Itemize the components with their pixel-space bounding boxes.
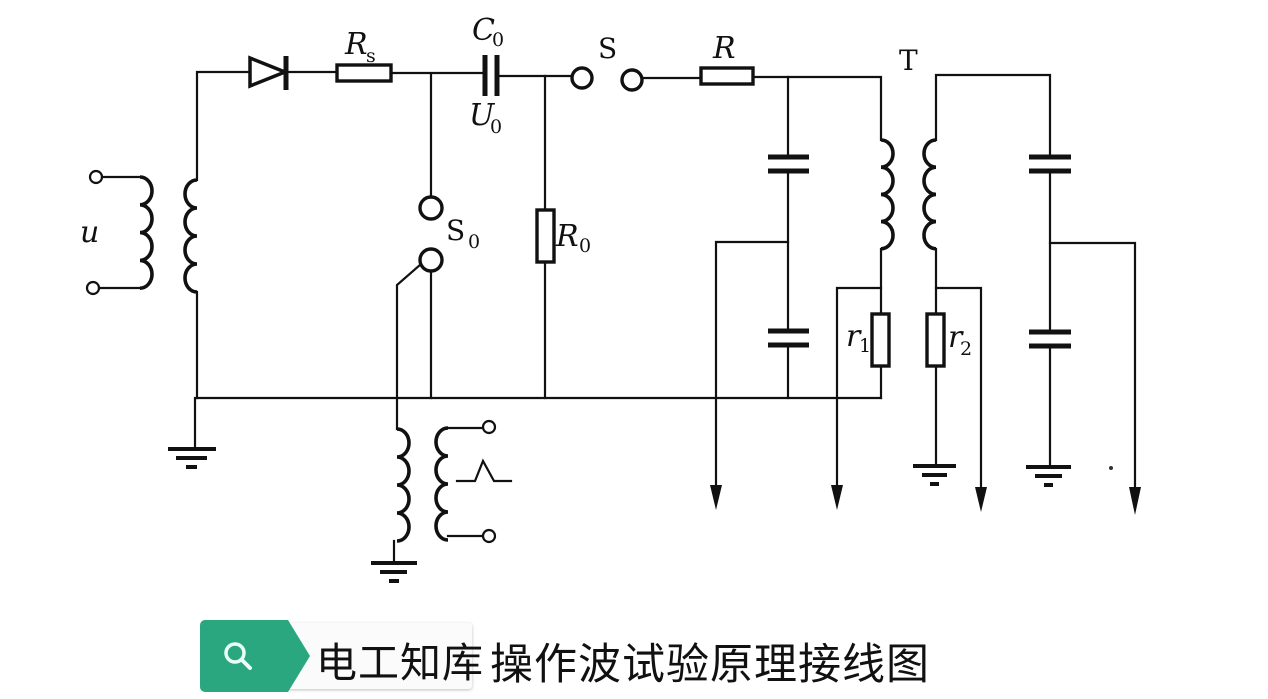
output-arrow-3 xyxy=(975,487,987,512)
label-u: u xyxy=(80,215,99,250)
brand-badge[interactable]: 电工知库 xyxy=(200,620,483,692)
label-r2-sub: 2 xyxy=(960,338,972,360)
resistor-r1: r 1 xyxy=(831,286,891,510)
capacitive-divider-primary xyxy=(710,75,809,510)
ground-left xyxy=(168,396,216,469)
resistor-r2: r 2 xyxy=(913,286,987,512)
transformer-t: T xyxy=(879,44,1052,315)
label-s0-sub: 0 xyxy=(468,231,480,253)
capacitor-c0: C 0 U 0 xyxy=(469,13,504,138)
label-s0: S xyxy=(446,214,465,247)
label-rs-sub: s xyxy=(366,45,376,67)
trigger-terminal-top xyxy=(481,419,497,435)
label-rs: R xyxy=(344,27,368,62)
switch-s0: S 0 xyxy=(418,195,480,273)
label-r0: R xyxy=(555,219,579,254)
label-r1-sub: 1 xyxy=(859,335,871,357)
switch-s: S xyxy=(570,32,644,92)
stray-dot xyxy=(1109,466,1113,470)
secondary-coil xyxy=(183,178,198,294)
brand-badge-label-box: 电工知库 xyxy=(288,623,483,689)
search-icon xyxy=(224,642,252,670)
label-r1: r xyxy=(846,319,862,354)
circuit-diagram: u R s C 0 U 0 S R S xyxy=(80,13,1141,583)
label-c0: C xyxy=(472,13,495,48)
brand-label: 电工知库 xyxy=(316,639,484,687)
brand-badge-tag xyxy=(200,620,310,692)
diagram-caption: 操作波试验原理接线图 xyxy=(490,640,930,690)
resistor-rs: R s xyxy=(335,27,393,83)
output-arrow-4 xyxy=(1129,487,1141,515)
label-r: R xyxy=(712,31,736,66)
trigger-terminal-bottom xyxy=(481,528,497,544)
label-r0-sub: 0 xyxy=(579,235,591,257)
resistor-r: R xyxy=(699,31,755,86)
label-c0-sub: 0 xyxy=(492,29,504,51)
label-u0-sub: 0 xyxy=(490,116,502,138)
pulse-icon xyxy=(455,458,513,483)
output-arrow-1 xyxy=(710,485,722,510)
output-arrow-2 xyxy=(831,485,843,510)
input-terminal-bottom xyxy=(85,280,101,296)
capacitive-divider-secondary xyxy=(1026,154,1141,515)
diode xyxy=(248,55,338,90)
label-s: S xyxy=(598,32,617,65)
input-transformer: u xyxy=(80,169,198,296)
label-t: T xyxy=(899,44,918,77)
label-r2: r xyxy=(948,320,964,355)
trigger-transformer xyxy=(371,419,513,583)
resistor-r0: R 0 xyxy=(535,208,591,264)
primary-coil xyxy=(139,175,154,290)
input-terminal-top xyxy=(88,169,104,185)
footer: 电工知库 操作波试验原理接线图 xyxy=(0,612,1268,699)
label-u0: U xyxy=(469,98,496,133)
